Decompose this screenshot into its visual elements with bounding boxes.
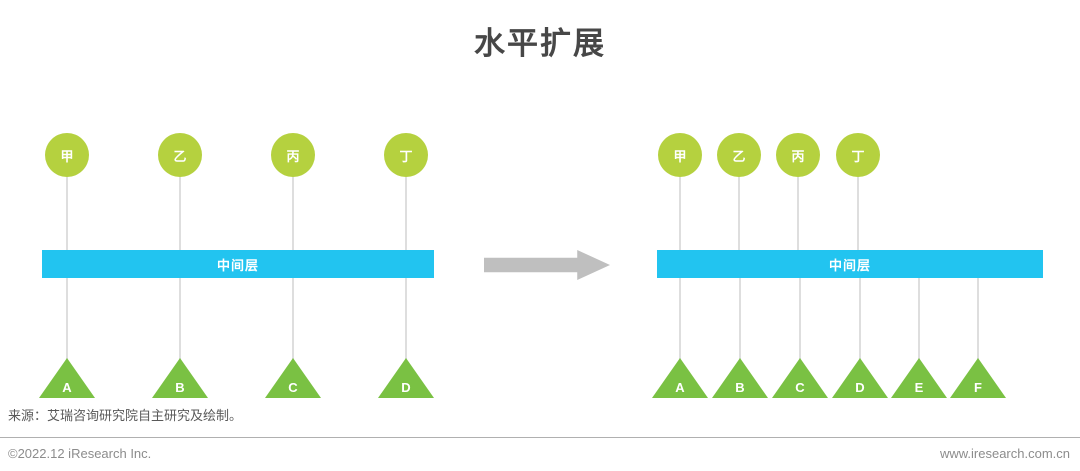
connector-top-after-3: [857, 177, 859, 250]
connector-bottom-after-2: [799, 278, 801, 364]
bottom-node-label: B: [175, 380, 185, 395]
top-node-label: 丙: [286, 148, 300, 164]
connector-bottom-after-4: [918, 278, 920, 364]
bottom-node-before-0[interactable]: A: [39, 358, 95, 398]
top-node-before-1[interactable]: 乙: [158, 133, 202, 177]
diagram-before: 甲 乙 丙 丁 中间层 A B C D: [0, 0, 470, 471]
connector-bottom-after-3: [859, 278, 861, 364]
connector-top-before-0: [66, 177, 68, 250]
connector-bottom-after-0: [679, 278, 681, 364]
bottom-node-after-4[interactable]: E: [891, 358, 947, 398]
bottom-node-after-2[interactable]: C: [772, 358, 828, 398]
bottom-node-after-0[interactable]: A: [652, 358, 708, 398]
top-node-before-3[interactable]: 丁: [384, 133, 428, 177]
middle-layer-bar-before[interactable]: 中间层: [42, 250, 434, 278]
top-node-label: 乙: [173, 148, 187, 164]
bottom-node-after-5[interactable]: F: [950, 358, 1006, 398]
bottom-node-label: A: [62, 380, 72, 395]
middle-layer-bar-after[interactable]: 中间层: [657, 250, 1043, 278]
top-node-before-2[interactable]: 丙: [271, 133, 315, 177]
top-node-label: 丁: [399, 148, 413, 164]
bottom-node-label: F: [974, 380, 982, 395]
connector-bottom-after-1: [739, 278, 741, 364]
connector-top-before-1: [179, 177, 181, 250]
top-node-before-0[interactable]: 甲: [45, 133, 89, 177]
connector-bottom-before-3: [405, 278, 407, 364]
right-arrow-icon: [484, 250, 610, 280]
bottom-node-after-1[interactable]: B: [712, 358, 768, 398]
connector-bottom-after-5: [977, 278, 979, 364]
footer-divider: [0, 437, 1080, 438]
connector-top-after-0: [679, 177, 681, 250]
top-node-after-0[interactable]: 甲: [658, 133, 702, 177]
connector-top-before-3: [405, 177, 407, 250]
top-node-label: 乙: [732, 148, 746, 164]
bottom-node-label: D: [855, 380, 865, 395]
top-node-label: 甲: [673, 148, 687, 164]
bottom-node-label: C: [795, 380, 805, 395]
top-node-after-2[interactable]: 丙: [776, 133, 820, 177]
top-node-label: 丙: [791, 148, 805, 164]
connector-bottom-before-1: [179, 278, 181, 364]
connector-bottom-before-2: [292, 278, 294, 364]
source-note: 来源：艾瑞咨询研究院自主研究及绘制。: [8, 408, 243, 423]
connector-top-after-1: [738, 177, 740, 250]
bottom-node-before-1[interactable]: B: [152, 358, 208, 398]
page-title: 水平扩展: [474, 26, 606, 61]
footer-copyright: ©2022.12 iResearch Inc.: [8, 446, 152, 461]
bottom-node-label: B: [735, 380, 745, 395]
connector-top-before-2: [292, 177, 294, 250]
right-arrow-shape: [484, 250, 610, 280]
connector-bottom-before-0: [66, 278, 68, 364]
footer-url[interactable]: www.iresearch.com.cn: [939, 446, 1070, 461]
bottom-node-label: D: [401, 380, 411, 395]
bottom-node-label: A: [675, 380, 685, 395]
top-node-after-1[interactable]: 乙: [717, 133, 761, 177]
bottom-node-before-2[interactable]: C: [265, 358, 321, 398]
top-node-label: 丁: [851, 148, 865, 164]
top-node-label: 甲: [60, 148, 74, 164]
bottom-node-after-3[interactable]: D: [832, 358, 888, 398]
bottom-node-before-3[interactable]: D: [378, 358, 434, 398]
bottom-node-label: C: [288, 380, 298, 395]
bottom-node-label: E: [914, 380, 924, 395]
diagram-after: 甲 乙 丙 丁 中间层 A B C D E F: [610, 0, 1080, 471]
connector-top-after-2: [797, 177, 799, 250]
top-node-after-3[interactable]: 丁: [836, 133, 880, 177]
